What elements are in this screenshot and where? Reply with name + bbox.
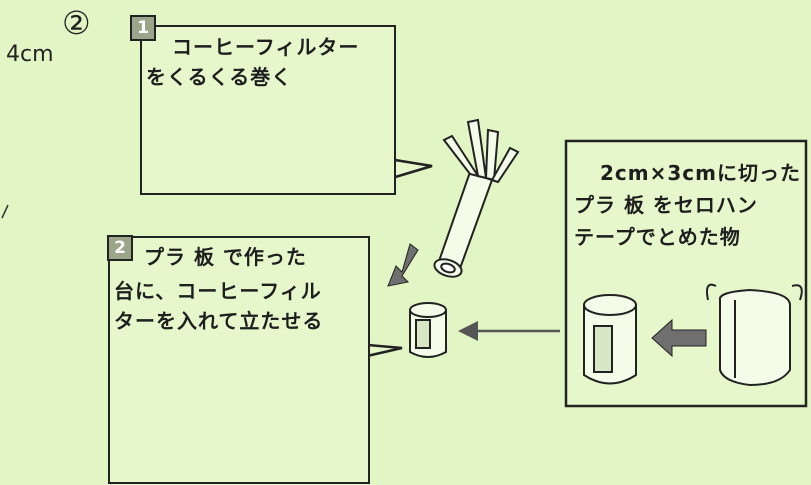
- step2-text-line1: プラ 板 で作った: [144, 245, 307, 269]
- handwritten-stroke: [1, 204, 9, 219]
- step1-box: [140, 25, 396, 195]
- rolled-filter-illustration: [433, 118, 520, 278]
- step1-text-line2: をくるくる巻く: [146, 65, 293, 89]
- step2-number: 2: [107, 235, 133, 261]
- finished-stand-illustration: [583, 294, 637, 385]
- handwritten-width-label: 4cm: [6, 42, 54, 67]
- handwritten-circled-number: ②: [62, 4, 91, 42]
- stand-illustration-middle: [409, 302, 447, 358]
- down-arrow: [387, 243, 419, 287]
- step1-text-line1: コーヒーフィルター: [172, 35, 360, 59]
- step2-text-line2: 台に、コーヒーフィル: [114, 279, 322, 303]
- step2-callout-tail: [365, 317, 403, 358]
- curled-plate-illustration: [706, 283, 803, 387]
- side-note-line1: 2cm×3cmに切った: [600, 161, 801, 185]
- side-note-line3: テープでとめた物: [574, 225, 741, 249]
- step2-text-line3: ターを入れて立たせる: [114, 309, 324, 333]
- step1-number: 1: [130, 15, 156, 41]
- panel-arrow: [651, 318, 707, 358]
- side-note-line2: プラ 板 をセロハン: [574, 193, 758, 217]
- step1-callout-tail: [390, 129, 433, 180]
- step2-box: [108, 236, 370, 484]
